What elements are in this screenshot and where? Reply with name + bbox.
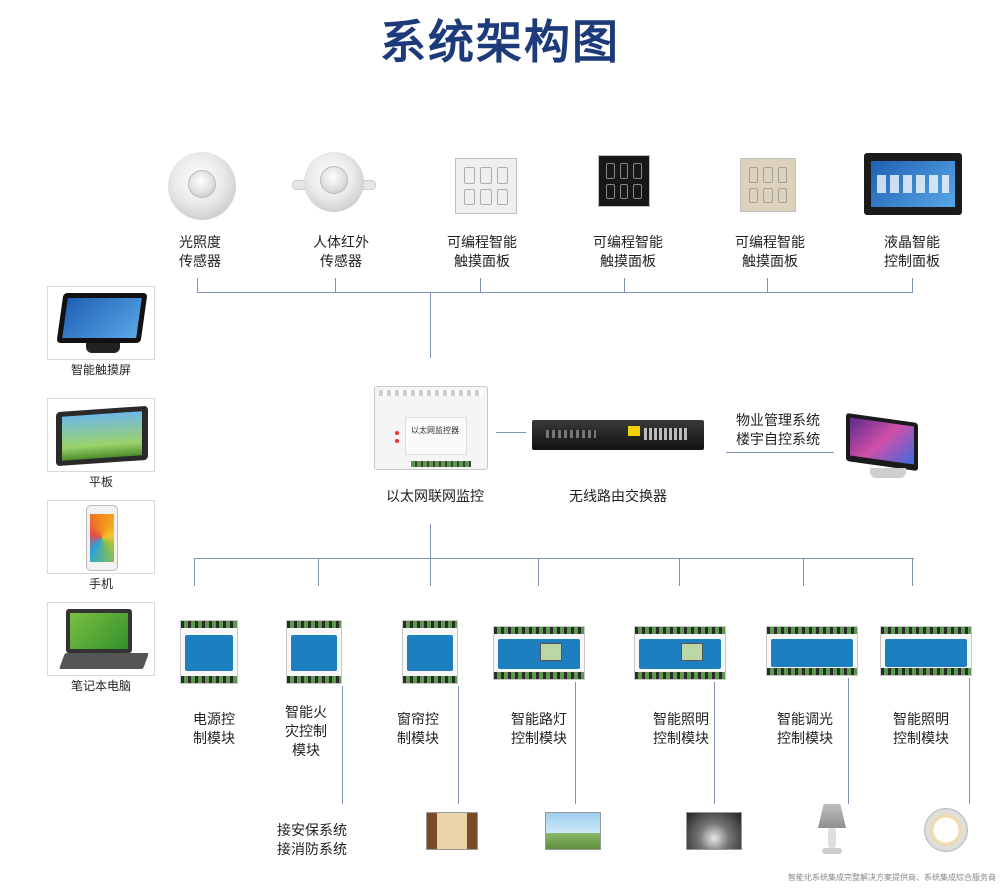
module-dimming-control — [766, 626, 858, 676]
client-tablet — [47, 398, 155, 472]
monitor-icon — [846, 412, 924, 480]
light-sensor-icon — [168, 152, 236, 220]
client-touch-screen — [47, 286, 155, 360]
touch-panel-champagne-icon — [740, 158, 796, 212]
label-lighting-module-1: 智能照明 控制模块 — [653, 712, 709, 747]
label-touch-panel-2: 可编程智能 触摸面板 — [593, 235, 663, 270]
label-fire-module: 智能火 灾控制 模块 — [285, 705, 327, 759]
top-device-pir-sensor — [292, 150, 376, 220]
label-security-fire: 接安保系统 接消防系统 — [277, 823, 347, 858]
module-curtain-control — [402, 620, 458, 684]
laptop-icon — [66, 609, 132, 653]
label-touch-panel-1: 可编程智能 触摸面板 — [447, 235, 517, 270]
touch-screen-icon — [56, 293, 148, 343]
module-street-light-control — [493, 626, 585, 680]
label-ethernet-monitor: 以太网联网监控 — [386, 489, 484, 505]
touch-panel-white-icon — [455, 158, 517, 214]
client-phone — [47, 500, 155, 574]
lcd-panel-icon — [864, 153, 962, 215]
label-phone: 手机 — [88, 577, 113, 591]
label-lighting-module-2: 智能照明 控制模块 — [893, 712, 949, 747]
module-fire-control — [286, 620, 342, 684]
wireless-router-device — [532, 420, 704, 450]
label-property-system: 物业管理系统 楼宇自控系统 — [736, 413, 820, 448]
table-lamp-icon — [812, 804, 852, 858]
curtain-photo-icon — [426, 812, 478, 850]
tablet-icon — [56, 405, 148, 467]
label-touch-panel-3: 可编程智能 触摸面板 — [735, 235, 805, 270]
top-device-light-sensor — [168, 152, 236, 220]
module-lighting-control-1 — [634, 626, 726, 680]
label-laptop: 笔记本电脑 — [70, 679, 131, 693]
label-curtain-module: 窗帘控 制模块 — [397, 712, 439, 747]
touch-panel-black-icon — [598, 155, 650, 207]
label-street-light-module: 智能路灯 控制模块 — [511, 712, 567, 747]
label-lcd-panel: 液晶智能 控制面板 — [884, 235, 940, 270]
downlight-icon — [924, 808, 968, 852]
hall-lighting-photo-icon — [686, 812, 742, 850]
street-light-photo-icon — [545, 812, 601, 850]
label-light-sensor: 光照度 传感器 — [179, 235, 221, 270]
module-lighting-control-2 — [880, 626, 972, 676]
label-pir-sensor: 人体红外 传感器 — [313, 235, 369, 270]
top-bus-line — [197, 292, 913, 293]
footnote: 智能化系统集成完整解决方案提供商、系统集成综合服务商 — [788, 873, 996, 882]
page-title: 系统架构图 — [380, 15, 620, 69]
module-power-control — [180, 620, 238, 684]
label-tablet: 平板 — [88, 475, 113, 489]
label-wireless-router: 无线路由交换器 — [569, 489, 667, 505]
label-touch-screen: 智能触摸屏 — [70, 363, 131, 377]
ethernet-device-text: 以太网监控器 — [411, 426, 459, 435]
phone-icon — [86, 505, 118, 571]
ethernet-monitor-device: 以太网监控器 — [374, 386, 488, 470]
client-laptop — [47, 602, 155, 676]
module-bus-line — [194, 558, 914, 559]
label-power-module: 电源控 制模块 — [193, 712, 235, 747]
label-dimming-module: 智能调光 控制模块 — [777, 712, 833, 747]
